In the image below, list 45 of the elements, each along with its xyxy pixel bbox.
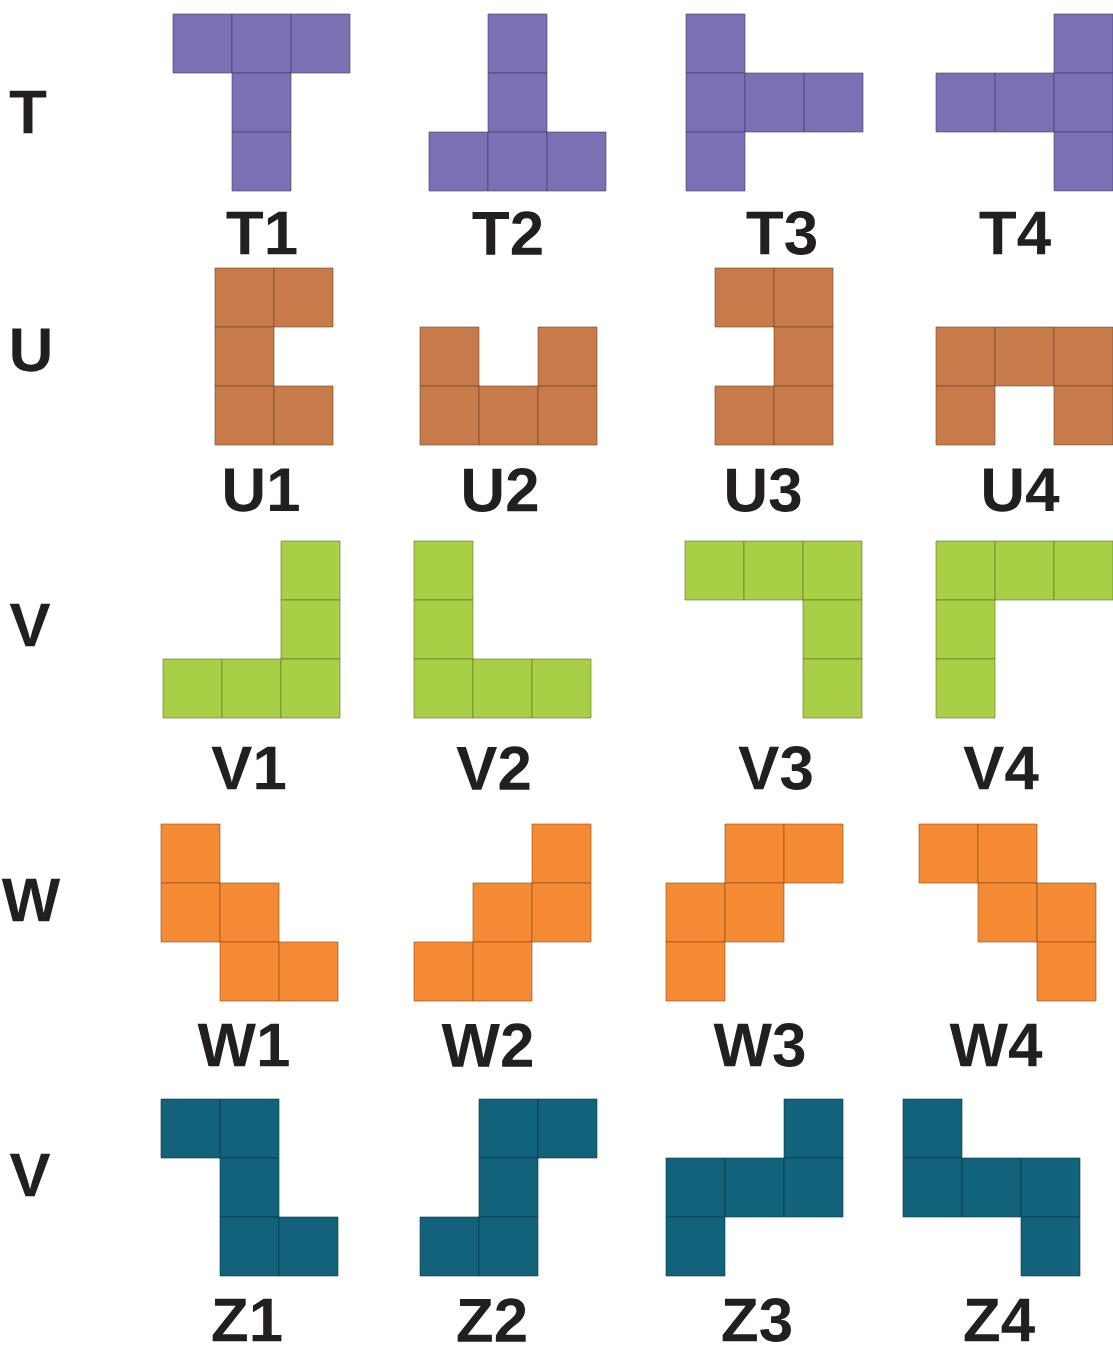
pentomino-piece: W1 bbox=[160, 823, 339, 1067]
row-letter: W bbox=[1, 878, 61, 922]
pentomino-piece: W4 bbox=[918, 823, 1097, 1067]
node-label: U4 bbox=[984, 468, 1060, 512]
pentomino-piece: W3 bbox=[665, 823, 844, 1067]
pentomino-piece: U1 bbox=[214, 267, 334, 512]
pentomino-piece: Z1 bbox=[160, 1098, 339, 1342]
pentomino-piece: T1 bbox=[172, 13, 351, 255]
pentomino-piece: U3 bbox=[714, 267, 834, 512]
node-label: U3 bbox=[727, 468, 801, 512]
row-letter: V bbox=[9, 1153, 51, 1197]
pentomino-piece: T2 bbox=[428, 13, 607, 255]
pentomino-piece: V3 bbox=[684, 540, 863, 790]
node-label: Z4 bbox=[964, 1298, 1035, 1342]
pentomino-piece: V2 bbox=[413, 540, 592, 790]
node-label: T3 bbox=[746, 211, 816, 255]
node-label: W2 bbox=[441, 1023, 533, 1067]
row-letter: V bbox=[9, 603, 51, 647]
node-label: V4 bbox=[963, 746, 1039, 790]
pentomino-piece: Z4 bbox=[902, 1098, 1081, 1342]
pentomino-piece: Z2 bbox=[419, 1098, 598, 1342]
node-label: T1 bbox=[226, 211, 297, 255]
node-label: V2 bbox=[456, 746, 530, 790]
node-label: Z1 bbox=[212, 1298, 282, 1342]
node-label: W4 bbox=[949, 1023, 1043, 1067]
node-label: Z2 bbox=[457, 1298, 526, 1342]
node-label: Z3 bbox=[722, 1298, 791, 1342]
pentomino-piece: T3 bbox=[685, 13, 864, 255]
pentomino-piece: T4 bbox=[935, 13, 1113, 255]
node-label: U2 bbox=[464, 468, 538, 512]
node-label: U1 bbox=[225, 468, 299, 512]
node-label: V1 bbox=[211, 746, 286, 790]
pentomino-piece: V4 bbox=[935, 540, 1113, 790]
row-letter: U bbox=[12, 328, 50, 372]
pentomino-piece: Z3 bbox=[665, 1098, 844, 1342]
row-letter: T bbox=[9, 90, 47, 134]
node-label: W1 bbox=[197, 1023, 289, 1067]
pentomino-piece: U2 bbox=[419, 326, 598, 512]
node-label: V3 bbox=[738, 746, 812, 790]
node-label: T4 bbox=[979, 211, 1051, 255]
node-label: T2 bbox=[472, 211, 542, 255]
pentomino-piece: U4 bbox=[935, 326, 1113, 512]
pentomino-piece: W2 bbox=[413, 823, 592, 1067]
pentomino-piece: V1 bbox=[162, 540, 341, 790]
node-label: W3 bbox=[713, 1023, 805, 1067]
